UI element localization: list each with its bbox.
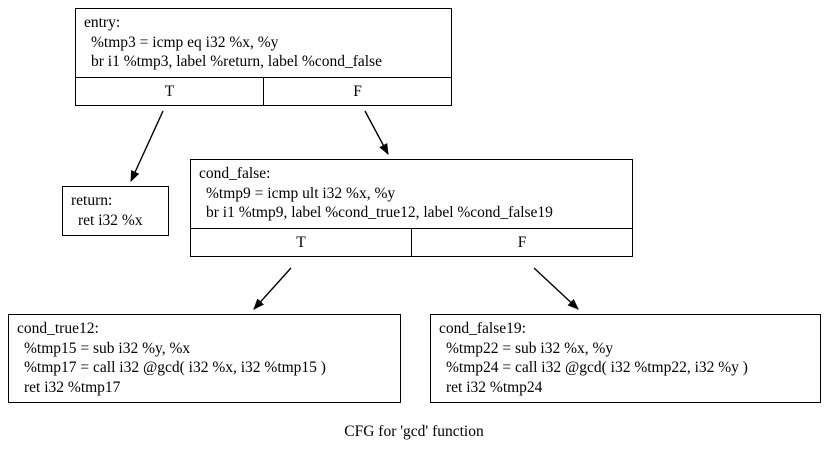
node-cond-false-port-true[interactable]: T <box>191 228 412 256</box>
node-return-label: return: <box>71 192 113 209</box>
node-cond-true12[interactable]: cond_true12: %tmp15 = sub i32 %y, %x %tm… <box>8 314 401 403</box>
node-return[interactable]: return: ret i32 %x <box>62 186 169 236</box>
node-cond-true12-line-2: ret i32 %tmp17 <box>24 378 121 396</box>
node-cond-false-line-0: %tmp9 = icmp ult i32 %x, %y <box>206 184 396 202</box>
edge-entry-false-to-cond-false <box>364 110 389 155</box>
graph-caption: CFG for 'gcd' function <box>344 423 484 440</box>
node-entry-line-0: %tmp3 = icmp eq i32 %x, %y <box>91 33 279 51</box>
edge-cond-false-true-to-cond-true12 <box>253 267 292 310</box>
node-cond-true12-line-1: %tmp17 = call i32 @gcd( i32 %x, i32 %tmp… <box>24 359 326 376</box>
node-cond-false-label: cond_false: <box>199 165 271 182</box>
node-entry[interactable]: entry: %tmp3 = icmp eq i32 %x, %y br i1 … <box>75 8 452 106</box>
node-entry-line-1: br i1 %tmp3, label %return, label %cond_… <box>91 53 382 70</box>
node-entry-port-true[interactable]: T <box>76 77 264 105</box>
node-cond-false-line-1: br i1 %tmp9, label %cond_true12, label %… <box>206 204 553 221</box>
node-cond-false-body: cond_false: %tmp9 = icmp ult i32 %x, %y … <box>191 160 632 228</box>
node-entry-ports: T F <box>76 76 451 105</box>
node-cond-false-port-false[interactable]: F <box>517 233 527 251</box>
node-return-line-0: ret i32 %x <box>78 211 143 229</box>
node-cond-false-ports: T F <box>191 227 632 256</box>
node-cond-false[interactable]: cond_false: %tmp9 = icmp ult i32 %x, %y … <box>190 159 633 257</box>
edge-cond-false-false-to-cond-false19 <box>533 267 579 310</box>
node-cond-true12-label: cond_true12: <box>17 320 99 337</box>
node-cond-false19-line-1: %tmp24 = call i32 @gcd( i32 %tmp22, i32 … <box>446 359 748 376</box>
node-entry-label: entry: <box>84 14 121 31</box>
node-cond-false19[interactable]: cond_false19: %tmp22 = sub i32 %x, %y %t… <box>430 314 821 403</box>
edge-entry-true-to-return <box>130 110 164 183</box>
node-cond-false19-body: cond_false19: %tmp22 = sub i32 %x, %y %t… <box>431 315 820 402</box>
node-entry-port-false[interactable]: F <box>353 82 362 100</box>
node-cond-false19-line-0: %tmp22 = sub i32 %x, %y <box>446 339 614 357</box>
node-cond-true12-body: cond_true12: %tmp15 = sub i32 %y, %x %tm… <box>9 315 400 402</box>
node-cond-false19-label: cond_false19: <box>439 320 526 337</box>
node-entry-body: entry: %tmp3 = icmp eq i32 %x, %y br i1 … <box>76 9 451 77</box>
node-return-body: return: ret i32 %x <box>63 187 168 235</box>
node-cond-false19-line-2: ret i32 %tmp24 <box>446 378 543 396</box>
node-cond-true12-line-0: %tmp15 = sub i32 %y, %x <box>24 339 191 357</box>
